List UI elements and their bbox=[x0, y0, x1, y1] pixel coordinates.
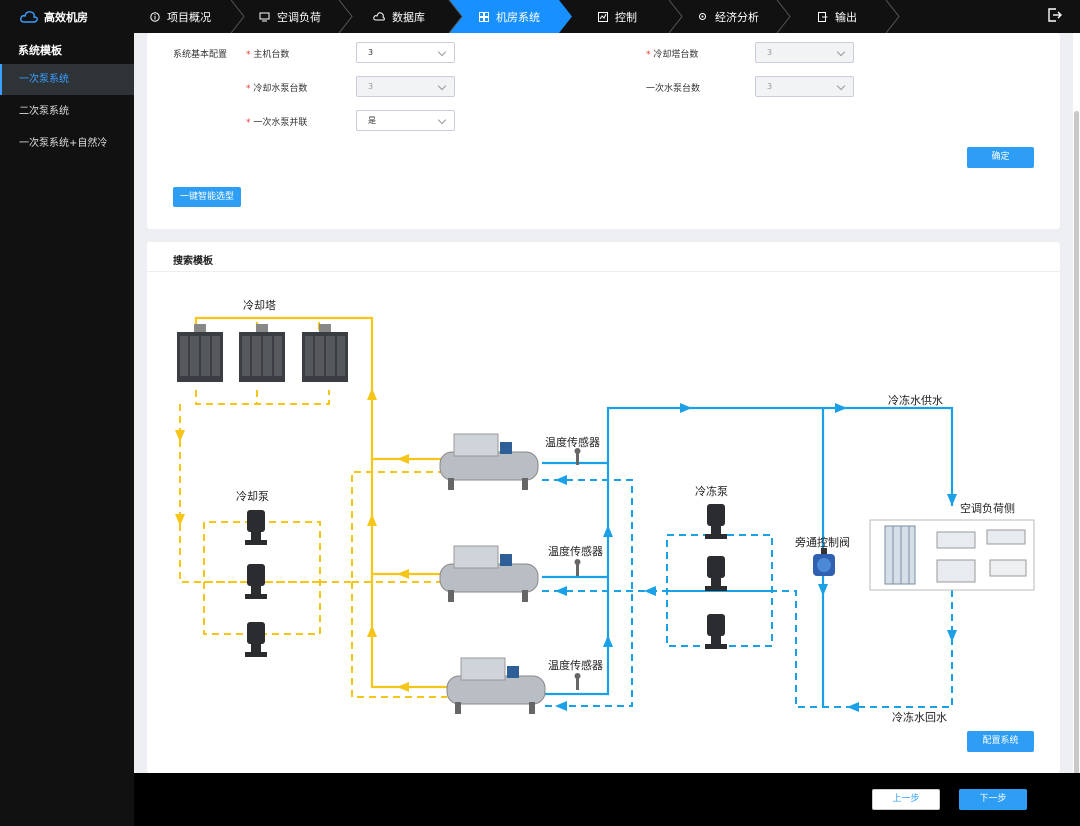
cloud-icon bbox=[373, 12, 385, 21]
chilled-return-arrows bbox=[555, 475, 957, 712]
chilled-supply-arrows bbox=[603, 403, 957, 647]
step-navigation: 项目概况 空调负荷 数据库 机房系统 控制 经济分析 输出 bbox=[134, 0, 1080, 33]
monitor-icon bbox=[259, 12, 270, 21]
tab-economic-analysis[interactable]: 经济分析 bbox=[697, 0, 759, 33]
cooling-tower-count-label: * 冷却塔台数 bbox=[646, 50, 699, 60]
label-bypass-valve: 旁通控制阀 bbox=[795, 536, 850, 549]
label-cooling-tower: 冷却塔 bbox=[243, 299, 276, 312]
label-temp-sensor-1: 温度传感器 bbox=[545, 436, 600, 449]
chilled-pump-units bbox=[705, 504, 727, 649]
cooling-pump-count-select[interactable]: 3 bbox=[356, 76, 455, 97]
cooling-return-arrows bbox=[175, 430, 185, 526]
gear-icon bbox=[699, 13, 706, 20]
control-icon bbox=[598, 11, 608, 22]
label-chilled-pump: 冷冻泵 bbox=[695, 485, 728, 498]
temperature-sensor-icons bbox=[574, 448, 581, 690]
tab-label: 机房系统 bbox=[496, 10, 540, 24]
tab-label: 经济分析 bbox=[715, 10, 759, 24]
primary-pump-count-select[interactable]: 3 bbox=[755, 76, 854, 97]
chilled-water-return-pipes bbox=[542, 479, 953, 708]
config-card: 系统基本配置 * 主机台数 3 * 冷却塔台数 3 * 冷却水泵台数 3 一次水… bbox=[147, 33, 1060, 229]
tab-label: 输出 bbox=[835, 10, 857, 24]
cloud-icon bbox=[20, 10, 38, 23]
tab-label: 空调负荷 bbox=[277, 10, 321, 24]
scrollbar[interactable] bbox=[1073, 33, 1080, 791]
tab-output[interactable]: 输出 bbox=[818, 0, 857, 33]
cooling-pump-units bbox=[245, 510, 267, 657]
prev-step-button[interactable]: 上一步 bbox=[872, 789, 940, 810]
sidebar-item-primary-pump[interactable]: 一次泵系统 bbox=[0, 64, 134, 95]
chiller-units bbox=[439, 433, 546, 714]
scrollbar-thumb[interactable] bbox=[1074, 111, 1079, 791]
smart-select-button[interactable]: 一键智能选型 bbox=[173, 187, 241, 207]
primary-pump-parallel-select[interactable]: 是 bbox=[356, 110, 455, 131]
label-cooling-pump: 冷却泵 bbox=[236, 490, 269, 503]
tab-label: 数据库 bbox=[392, 10, 425, 24]
config-group-label: 系统基本配置 bbox=[173, 50, 228, 60]
tab-ac-load[interactable]: 空调负荷 bbox=[259, 0, 321, 33]
label-load-side: 空调负荷侧 bbox=[960, 502, 1015, 515]
cooling-pump-count-label: * 冷却水泵台数 bbox=[246, 84, 308, 94]
system-diagram bbox=[175, 316, 1035, 714]
cooling-return-pipes bbox=[179, 390, 447, 698]
logout-icon[interactable] bbox=[1048, 8, 1062, 22]
chiller-count-label: * 主机台数 bbox=[246, 50, 290, 60]
primary-pump-parallel-label: * 一次水泵并联 bbox=[246, 118, 308, 128]
chiller-count-select[interactable]: 3 bbox=[356, 42, 455, 63]
label-chilled-supply: 冷冻水供水 bbox=[888, 394, 943, 407]
primary-pump-count-label: 一次水泵台数 bbox=[646, 84, 701, 94]
cooling-water-arrows bbox=[367, 388, 409, 692]
grid-icon bbox=[479, 11, 489, 22]
sidebar-item-secondary-pump[interactable]: 二次泵系统 bbox=[19, 106, 69, 117]
next-step-button[interactable]: 下一步 bbox=[959, 789, 1027, 810]
sidebar: 高效机房 系统模板 一次泵系统 二次泵系统 一次泵系统+自然冷 bbox=[0, 0, 134, 826]
step-dividers bbox=[230, 0, 900, 33]
main-content: 系统基本配置 * 主机台数 3 * 冷却塔台数 3 * 冷却水泵台数 3 一次水… bbox=[134, 33, 1073, 773]
sidebar-section-title: 系统模板 bbox=[18, 44, 62, 57]
tab-label: 项目概况 bbox=[167, 10, 211, 24]
divider bbox=[147, 271, 1060, 272]
footer-bar: 上一步 下一步 bbox=[134, 773, 1080, 826]
template-title: 搜索模板 bbox=[173, 256, 213, 267]
label-temp-sensor-2: 温度传感器 bbox=[548, 545, 603, 558]
tab-database[interactable]: 数据库 bbox=[373, 0, 425, 33]
label-temp-sensor-3: 温度传感器 bbox=[548, 659, 603, 672]
cooling-tower-count-select[interactable]: 3 bbox=[755, 42, 854, 63]
tab-control[interactable]: 控制 bbox=[598, 0, 637, 33]
load-side-image bbox=[869, 519, 1035, 591]
cooling-tower-units bbox=[177, 324, 348, 382]
confirm-button[interactable]: 确定 bbox=[967, 147, 1034, 168]
info-icon bbox=[150, 11, 160, 22]
export-icon bbox=[818, 11, 828, 22]
sidebar-item-primary-pump-freecooling[interactable]: 一次泵系统+自然冷 bbox=[19, 138, 108, 149]
bypass-valve-icon bbox=[813, 548, 835, 576]
template-card: 搜索模板 bbox=[147, 242, 1060, 773]
config-system-button[interactable]: 配置系统 bbox=[967, 731, 1034, 752]
app-title: 高效机房 bbox=[44, 10, 88, 24]
app-logo[interactable]: 高效机房 bbox=[0, 0, 134, 33]
tab-label: 控制 bbox=[615, 10, 637, 24]
tab-machine-room-system[interactable]: 机房系统 bbox=[479, 0, 540, 33]
tab-project-overview[interactable]: 项目概况 bbox=[150, 0, 211, 33]
label-chilled-return: 冷冻水回水 bbox=[892, 711, 947, 724]
